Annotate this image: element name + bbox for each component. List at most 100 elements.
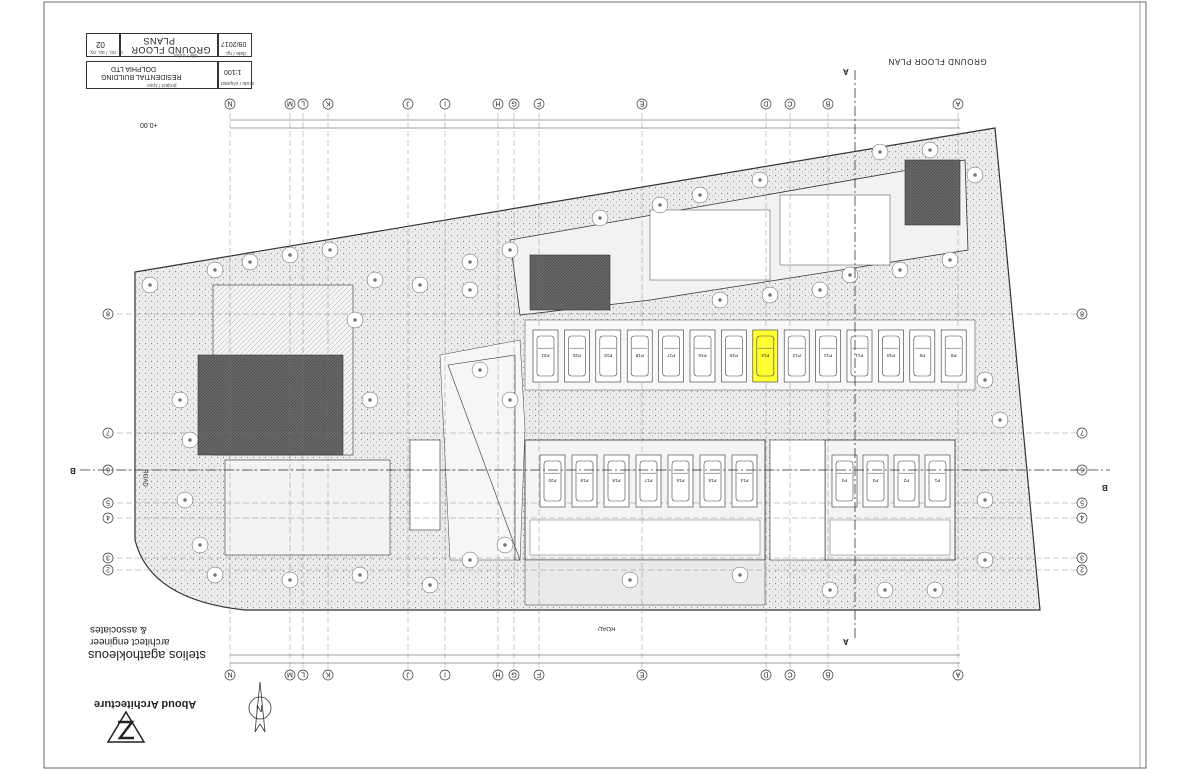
firm-architect: stelios agathokleous: [88, 648, 206, 663]
parking-label: P12: [824, 353, 833, 358]
tree-icon: [361, 391, 379, 409]
car-icon: [671, 460, 690, 502]
parking-label: P13: [792, 353, 801, 358]
grid-bubble-8-left: 8: [102, 308, 114, 320]
tree-icon: [871, 143, 889, 161]
grid-bubble-4-left: 4: [102, 512, 114, 524]
car-icon: [599, 335, 618, 377]
tree-icon: [821, 581, 839, 599]
tree-icon: [461, 253, 479, 271]
grid-label: 8: [1080, 310, 1084, 317]
car-icon: [819, 335, 837, 377]
grid-label: H: [495, 671, 500, 678]
grid-bubble-M-top: M: [284, 98, 296, 110]
grid-bubble-F-top: F: [533, 98, 545, 110]
parking-space-P12: P12: [815, 329, 841, 383]
stair-core-left: [409, 439, 441, 531]
grid-bubble-4-right: 4: [1076, 512, 1088, 524]
parking-label: P18: [612, 478, 621, 483]
parking-label: P18: [635, 353, 644, 358]
grid-label: 3: [106, 554, 110, 561]
tree-icon: [471, 361, 489, 379]
grid-bubble-E-top: E: [636, 98, 648, 110]
section-mark-b-right: B: [1102, 483, 1108, 492]
grid-label: 6: [106, 466, 110, 473]
parking-label: P15: [729, 353, 738, 358]
structural-grid: [108, 104, 1085, 672]
grid-label: D: [763, 100, 768, 107]
title-block-drawing-title: PLANS GROUND FLOOR title / τίτλος: [120, 33, 218, 58]
tree-icon: [496, 536, 514, 554]
parking-label: P20: [572, 353, 581, 358]
tree-icon: [966, 166, 984, 184]
car-icon: [928, 460, 947, 502]
parking-label: P2: [903, 478, 909, 483]
parking-space-P15: P15: [721, 329, 747, 383]
tree-icon: [176, 491, 194, 509]
parking-label: P4: [841, 478, 847, 483]
firm-name: Aboud Architecture: [94, 698, 197, 710]
car-icon: [866, 460, 885, 502]
tree-icon: [926, 581, 944, 599]
parking-space-P4: P4: [831, 454, 858, 508]
parking-space-P2: P2: [893, 454, 920, 508]
grid-label: 8: [106, 310, 110, 317]
parking-space-P17: P17: [658, 329, 684, 383]
car-icon: [913, 335, 932, 377]
grid-label: G: [511, 671, 516, 678]
tree-icon: [501, 241, 519, 259]
title-block: 02 dr. no. / αρ. σχ. PLANS GROUND FLOOR …: [86, 33, 254, 89]
grid-bubble-7-right: 7: [1076, 427, 1088, 439]
courtyard-dark-1: [529, 254, 611, 311]
car-icon: [568, 335, 586, 377]
car-icon: [575, 460, 594, 502]
parking-space-P16: P16: [689, 329, 716, 383]
parking-space-P14: P14: [752, 329, 779, 383]
grid-bubble-A-bottom: A: [952, 669, 964, 681]
grid-bubble-B-bottom: B: [822, 669, 834, 681]
tree-icon: [461, 551, 479, 569]
tree-icon: [241, 253, 259, 271]
parking-label: P8: [950, 353, 956, 358]
tree-icon: [191, 536, 209, 554]
section-mark-b-left: B: [70, 466, 76, 475]
parking-label: P19: [580, 478, 589, 483]
grid-bubble-B-top: B: [822, 98, 834, 110]
sheet-border: [43, 1, 1147, 769]
grid-label: G: [511, 100, 516, 107]
tree-icon: [141, 276, 159, 294]
svg-text:N: N: [256, 704, 263, 714]
parking-space-P21: P21: [532, 329, 559, 383]
tree-icon: [811, 281, 829, 299]
road-label-bottom: ROAD: [598, 625, 616, 631]
tree-icon: [206, 566, 224, 584]
grid-label: K: [325, 671, 330, 678]
parking-label: P16: [698, 353, 707, 358]
tree-icon: [991, 411, 1009, 429]
section-mark-a-bottom: A: [843, 637, 849, 646]
parking-label: P3: [872, 478, 878, 483]
parking-label: P16: [676, 478, 685, 483]
plan-title: GROUND FLOOR PLAN: [888, 57, 987, 66]
parking-space-P20: P20: [564, 329, 590, 383]
parking-space-P19: P19: [595, 329, 622, 383]
grid-label: E: [639, 671, 644, 678]
grid-label: 5: [106, 499, 110, 506]
parking-space-P14: P14: [731, 454, 758, 508]
grid-bubble-L-bottom: L: [297, 669, 309, 681]
grid-bubble-3-left: 3: [102, 552, 114, 564]
parking-space-P15: P15: [699, 454, 726, 508]
grid-bubble-N-top: N: [224, 98, 236, 110]
car-icon: [756, 335, 775, 377]
grid-bubble-2-right: 2: [1076, 564, 1088, 576]
level-mark: +0.00: [140, 121, 158, 128]
grid-label: A: [955, 671, 960, 678]
parking-space-P18: P18: [626, 329, 653, 383]
section-mark-a-top: A: [843, 67, 849, 76]
grid-label: J: [406, 100, 410, 107]
grid-bubble-H-top: H: [492, 98, 504, 110]
grid-label: 7: [106, 429, 110, 436]
grid-bubble-M-bottom: M: [284, 669, 296, 681]
parking-label: P21: [541, 353, 550, 358]
